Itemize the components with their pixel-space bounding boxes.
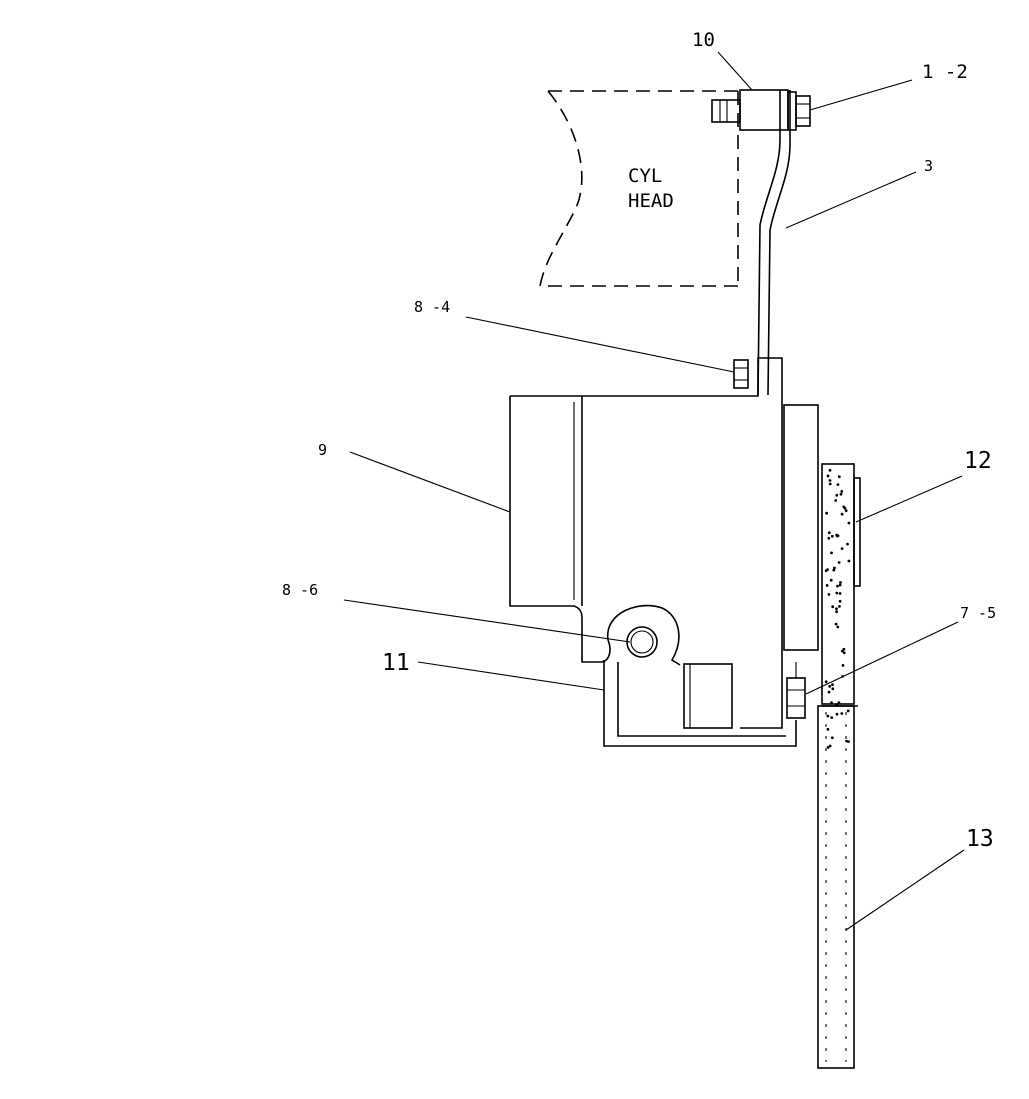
- callout-8-4: 8 -4: [414, 298, 450, 316]
- callout-1-2: 1 -2: [922, 61, 968, 83]
- pad-dot: [827, 536, 831, 540]
- pad-dot: [836, 483, 840, 486]
- pad-dot: [828, 468, 832, 472]
- pad-dot: [834, 499, 838, 502]
- pad-dot: [847, 559, 851, 563]
- pad-dot: [824, 680, 828, 684]
- pad-dot: [840, 712, 844, 715]
- pivot-boss: [607, 604, 681, 666]
- pad-dot: [828, 482, 832, 486]
- pad-dot: [840, 512, 844, 516]
- pad-dot: [839, 581, 842, 584]
- pad-dot: [840, 547, 844, 550]
- pad-dot: [838, 599, 842, 603]
- pad-dot: [833, 566, 836, 570]
- bolt-7-5: [786, 662, 806, 719]
- pad-dot: [825, 584, 829, 587]
- callout-8-6: 8 -6: [282, 581, 318, 599]
- pad-dot: [835, 712, 839, 716]
- upper-bracket: [711, 89, 789, 131]
- cyl-head-label-line1: CYL: [628, 165, 662, 187]
- pad-texture: [824, 468, 851, 749]
- pad-dot: [828, 744, 832, 748]
- pad-dot: [831, 683, 834, 687]
- pad-dot: [826, 474, 830, 478]
- pad-dot: [830, 701, 833, 704]
- pad-dot: [830, 551, 833, 555]
- callout-10: 10: [692, 29, 715, 51]
- pad-dot: [830, 716, 834, 719]
- pad-dot: [847, 521, 851, 525]
- pad-dot: [840, 649, 844, 653]
- pad-dot: [846, 709, 850, 713]
- pad-dot: [835, 591, 839, 595]
- pad-dot: [835, 493, 839, 497]
- leader-lines: [343, 51, 965, 931]
- pad-dot: [827, 690, 831, 694]
- main-housing: [509, 357, 819, 729]
- pad-dot: [838, 605, 841, 608]
- pad-dot: [834, 622, 838, 626]
- pad-dot: [831, 687, 835, 691]
- pad-dot: [846, 542, 849, 546]
- pad-dot: [842, 647, 846, 651]
- pad-dot: [826, 746, 830, 749]
- pad-dot: [835, 610, 838, 614]
- callout-3: 3: [924, 157, 933, 175]
- pad-dot: [826, 568, 829, 571]
- pad-dot: [827, 531, 831, 535]
- pad-dot: [837, 701, 841, 704]
- callout-11: 11: [382, 650, 410, 676]
- callout-7-5: 7 -5: [960, 604, 996, 622]
- pad-dot: [828, 685, 832, 688]
- pad-dot: [831, 736, 834, 740]
- pad-dot: [831, 605, 835, 609]
- pad-dot: [832, 568, 836, 572]
- pad-dot: [826, 714, 830, 718]
- callout-13: 13: [966, 826, 994, 852]
- pad-dot: [830, 534, 834, 538]
- pad-dot: [825, 511, 828, 515]
- pad-dot: [836, 584, 839, 588]
- pad-dot: [845, 739, 848, 743]
- lower-bar: [817, 705, 858, 1069]
- lower-bracket: [603, 660, 797, 747]
- pad-dot: [838, 592, 842, 595]
- cyl-head-label-line2: HEAD: [628, 190, 674, 212]
- pad-dot: [839, 492, 843, 496]
- pad-dot: [837, 561, 841, 564]
- cylinder-head-outline: [539, 90, 739, 287]
- pad-dot: [828, 479, 832, 482]
- callout-9: 9: [318, 441, 327, 459]
- pad-dot: [835, 607, 838, 611]
- pad-dot: [826, 727, 830, 731]
- bolt-8-4: [733, 359, 749, 389]
- pad-dot: [835, 534, 839, 538]
- pad-dot: [840, 490, 844, 493]
- pad-dot: [843, 506, 847, 510]
- pad-dot: [837, 475, 841, 479]
- pad-dot: [838, 583, 842, 587]
- pad-dot: [829, 578, 833, 582]
- pad-dot: [827, 593, 831, 596]
- pad-dot: [844, 509, 848, 513]
- pad-dot: [836, 625, 840, 629]
- pad-dot: [841, 664, 845, 667]
- pad-dot: [842, 651, 846, 655]
- bracket-strap: [757, 90, 791, 396]
- friction-pad: [821, 463, 861, 749]
- callout-12: 12: [964, 448, 992, 474]
- bolt-head-top: [787, 91, 811, 131]
